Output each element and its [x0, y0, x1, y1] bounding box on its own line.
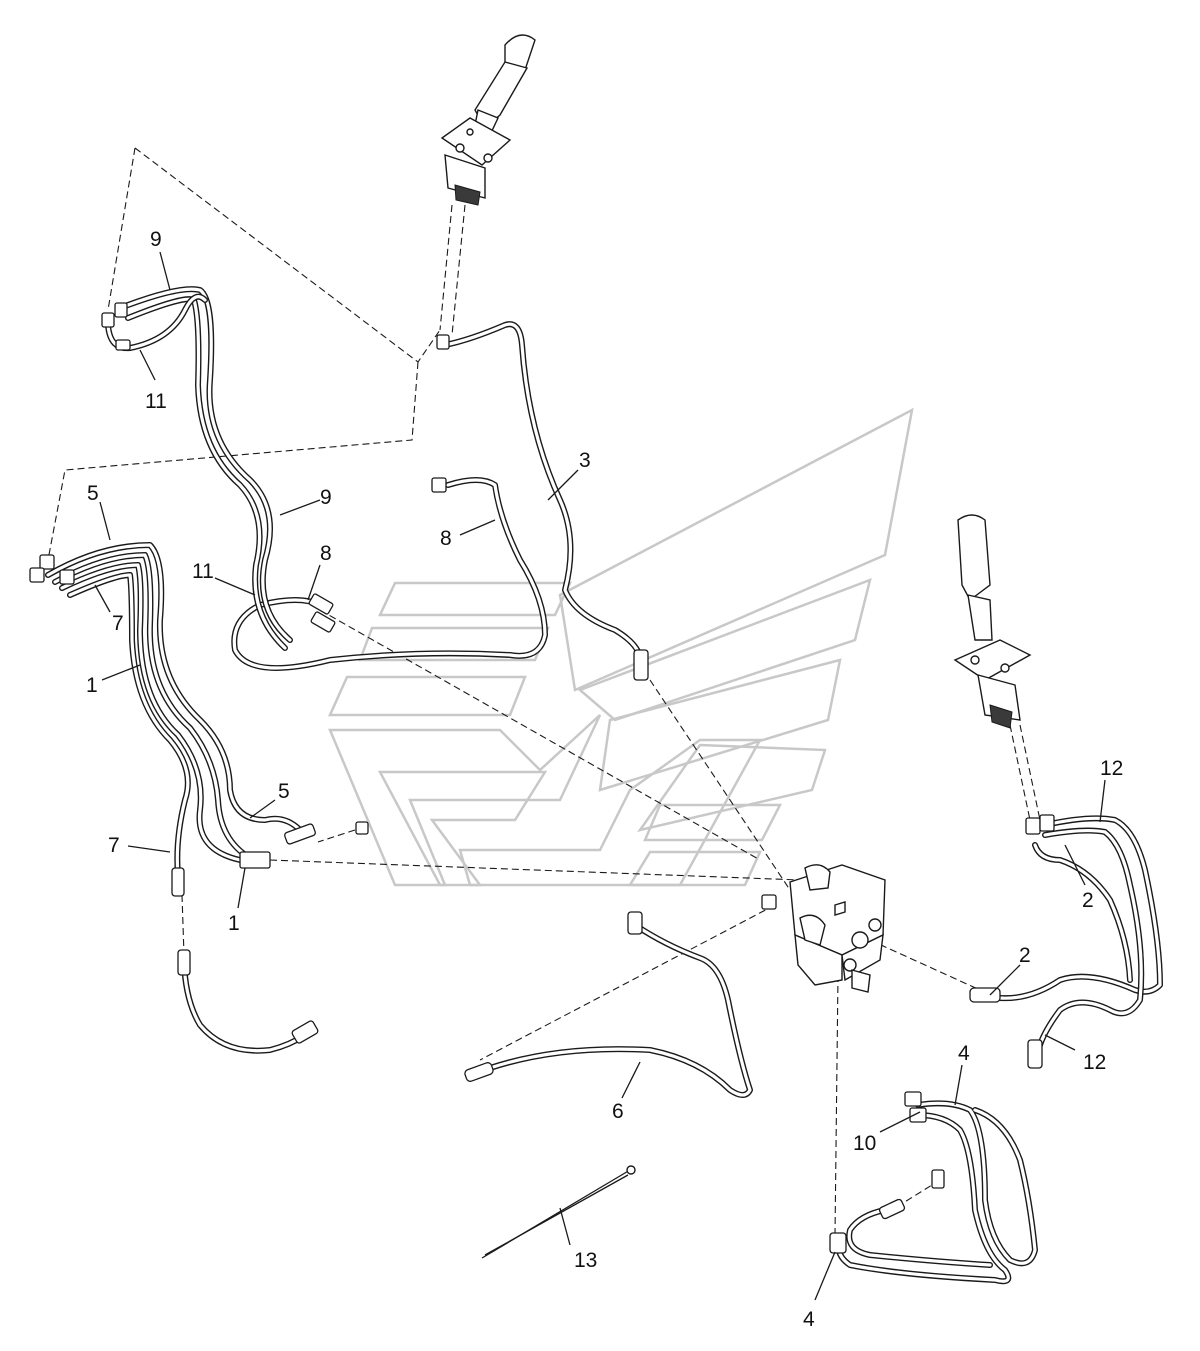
callout-labels: 9 11 3 9 8 5 7 8 11 1 5 7 1 12 2 2 12 6 …	[86, 228, 1123, 1331]
fitting-6-end	[464, 1062, 494, 1082]
callout-7-top: 7	[112, 612, 124, 635]
fitting-valve-side	[761, 894, 777, 910]
fitting-9-end-b	[114, 302, 128, 318]
hydraulic-valve-block	[789, 864, 886, 993]
fitting-3-top	[436, 334, 450, 350]
wing-logo-watermark	[328, 407, 914, 887]
fitting-left-a	[39, 554, 55, 570]
callout-2-top: 2	[1082, 889, 1094, 912]
fitting-12-top-b	[1039, 814, 1055, 832]
callout-11-top: 11	[145, 390, 167, 413]
callout-10: 10	[853, 1132, 876, 1155]
fitting-3-bottom	[633, 649, 649, 681]
fitting-12-top	[1025, 817, 1041, 835]
cable-tie	[481, 1165, 636, 1259]
fitting-6-top	[627, 911, 643, 935]
fitting-loose	[355, 821, 369, 835]
callout-1-top: 1	[86, 674, 98, 697]
fitting-11-end	[115, 339, 131, 351]
fitting-7-end	[171, 867, 185, 897]
joystick-control-left	[440, 34, 536, 206]
fitting-10-b	[909, 1107, 927, 1123]
callout-12-bottom: 12	[1083, 1051, 1106, 1074]
leader-lines	[94, 251, 1106, 1301]
fittings	[29, 302, 1055, 1254]
fitting-1-end	[239, 851, 271, 869]
callout-2-bottom: 2	[1019, 944, 1031, 967]
callout-5-top: 5	[87, 482, 99, 505]
joystick-control-right	[953, 514, 1032, 729]
callout-4-top: 4	[958, 1042, 970, 1065]
callout-5-bottom: 5	[278, 780, 290, 803]
callout-9-top: 9	[150, 228, 162, 251]
callout-3: 3	[579, 449, 591, 472]
callout-6: 6	[612, 1100, 624, 1123]
hoses	[45, 286, 1163, 1285]
fitting-lower-left-b	[291, 1020, 319, 1044]
fitting-8-bottom	[308, 593, 334, 615]
callout-8-right: 8	[320, 542, 332, 565]
fitting-loose-b	[931, 1169, 945, 1189]
fitting-4-end	[878, 1198, 906, 1220]
fitting-lower-left	[177, 949, 191, 976]
callout-11-mid: 11	[192, 560, 214, 583]
fitting-8-top	[431, 477, 447, 493]
fitting-12-end	[1027, 1039, 1043, 1069]
callout-12-top: 12	[1100, 757, 1123, 780]
fitting-10-a	[904, 1091, 922, 1107]
callout-9-mid: 9	[320, 486, 332, 509]
callout-4-bottom: 4	[803, 1308, 815, 1331]
fitting-left-c	[59, 569, 75, 585]
callout-7-bottom: 7	[108, 834, 120, 857]
fitting-11-bottom	[310, 611, 336, 633]
fitting-4-bottom	[829, 1232, 847, 1254]
callout-1-bottom: 1	[228, 912, 240, 935]
routing-dashed-lines	[47, 147, 1041, 1236]
fitting-2-end	[969, 987, 1001, 1003]
fitting-9-end	[101, 312, 115, 328]
fitting-left-b	[29, 567, 45, 583]
fitting-5-end	[284, 823, 316, 845]
callout-13: 13	[574, 1249, 597, 1272]
callout-8-left: 8	[440, 527, 452, 550]
